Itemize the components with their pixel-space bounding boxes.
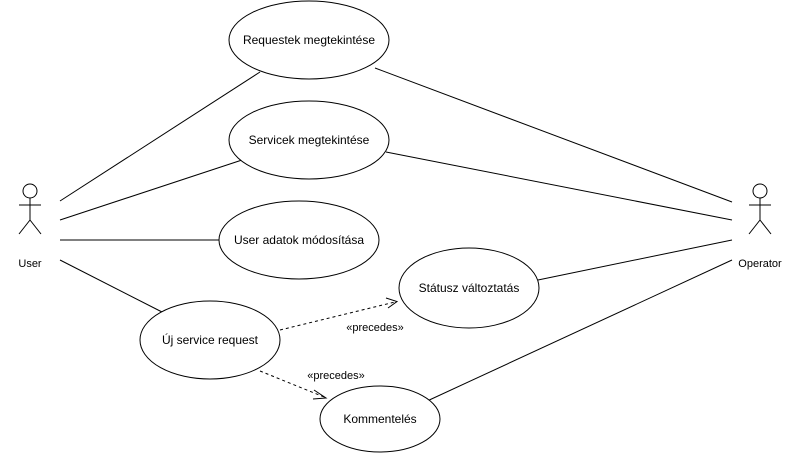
actor-label: User — [18, 258, 42, 270]
use-case-label: User adatok módosítása — [234, 233, 364, 247]
use-case-label: Kommentelés — [343, 412, 416, 426]
assoc-user-servicek — [59, 159, 243, 221]
actor-operator[interactable]: Operator — [738, 183, 782, 270]
use-case-shape — [319, 385, 441, 453]
use-case-user-adatok[interactable]: User adatok módosítása — [218, 200, 380, 280]
use-case-label: Requestek megtekintése — [243, 33, 375, 47]
assoc-operator-servicek — [385, 151, 733, 221]
use-case-label: Státusz változtatás — [419, 281, 520, 295]
use-case-label: Új service request — [162, 332, 259, 347]
use-case-requestek[interactable]: Requestek megtekintése — [228, 0, 390, 80]
use-case-shape — [139, 300, 281, 380]
stick-figure-icon — [748, 183, 772, 235]
precedes-label: «precedes» — [307, 370, 365, 382]
use-case-shape — [228, 0, 390, 80]
use-case-shape — [398, 247, 540, 329]
use-case-uj-service[interactable]: Új service request — [139, 300, 281, 380]
use-case-shape — [218, 200, 380, 280]
assoc-operator-statusz — [537, 239, 733, 281]
assoc-user-uj-service — [59, 259, 163, 313]
stick-figure-icon — [18, 183, 42, 235]
use-case-shape — [228, 100, 390, 180]
associations — [59, 67, 733, 403]
use-case-statusz[interactable]: Státusz változtatás — [398, 247, 540, 329]
use-case-servicek[interactable]: Servicek megtekintése — [228, 100, 390, 180]
use-case-label: Servicek megtekintése — [249, 133, 370, 147]
dependency-arrowhead — [385, 297, 399, 309]
actor-user[interactable]: User — [18, 183, 42, 270]
actor-label: Operator — [738, 258, 782, 270]
precedes-label: «precedes» — [346, 322, 404, 334]
use-case-kommenteles[interactable]: Kommentelés — [319, 385, 441, 453]
dependency-arrowhead — [312, 389, 328, 400]
assoc-operator-kommenteles — [424, 259, 733, 403]
assoc-operator-requestek — [374, 67, 733, 203]
assoc-user-requestek — [59, 71, 261, 202]
dependencies — [259, 297, 399, 400]
dependency-uj-service-to-statusz — [279, 301, 396, 331]
